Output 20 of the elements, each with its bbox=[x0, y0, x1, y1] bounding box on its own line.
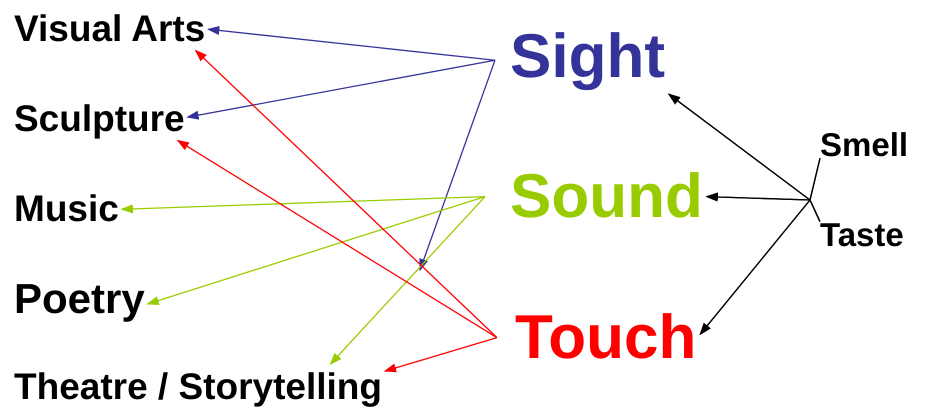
arrow bbox=[384, 337, 498, 372]
arrow bbox=[330, 196, 486, 364]
label-text: Sculpture bbox=[14, 98, 185, 139]
arrow bbox=[208, 26, 496, 61]
sense-label: Smell bbox=[820, 126, 908, 163]
sense-label: Sound bbox=[510, 162, 703, 231]
sense-label: Sight bbox=[510, 22, 665, 91]
arrow bbox=[177, 140, 498, 338]
label-text: Music bbox=[14, 188, 119, 229]
arrow bbox=[700, 198, 821, 335]
label-text: Theatre / Storytelling bbox=[14, 366, 382, 407]
arrow bbox=[195, 50, 498, 338]
label-text: Poetry bbox=[14, 275, 145, 322]
sense-label: Touch bbox=[515, 303, 696, 372]
arrow bbox=[419, 60, 496, 270]
label-text: Visual Arts bbox=[14, 8, 206, 49]
sense-label: Taste bbox=[820, 216, 904, 253]
arrow bbox=[147, 196, 486, 305]
arrow bbox=[121, 196, 486, 214]
arrow bbox=[187, 60, 496, 120]
